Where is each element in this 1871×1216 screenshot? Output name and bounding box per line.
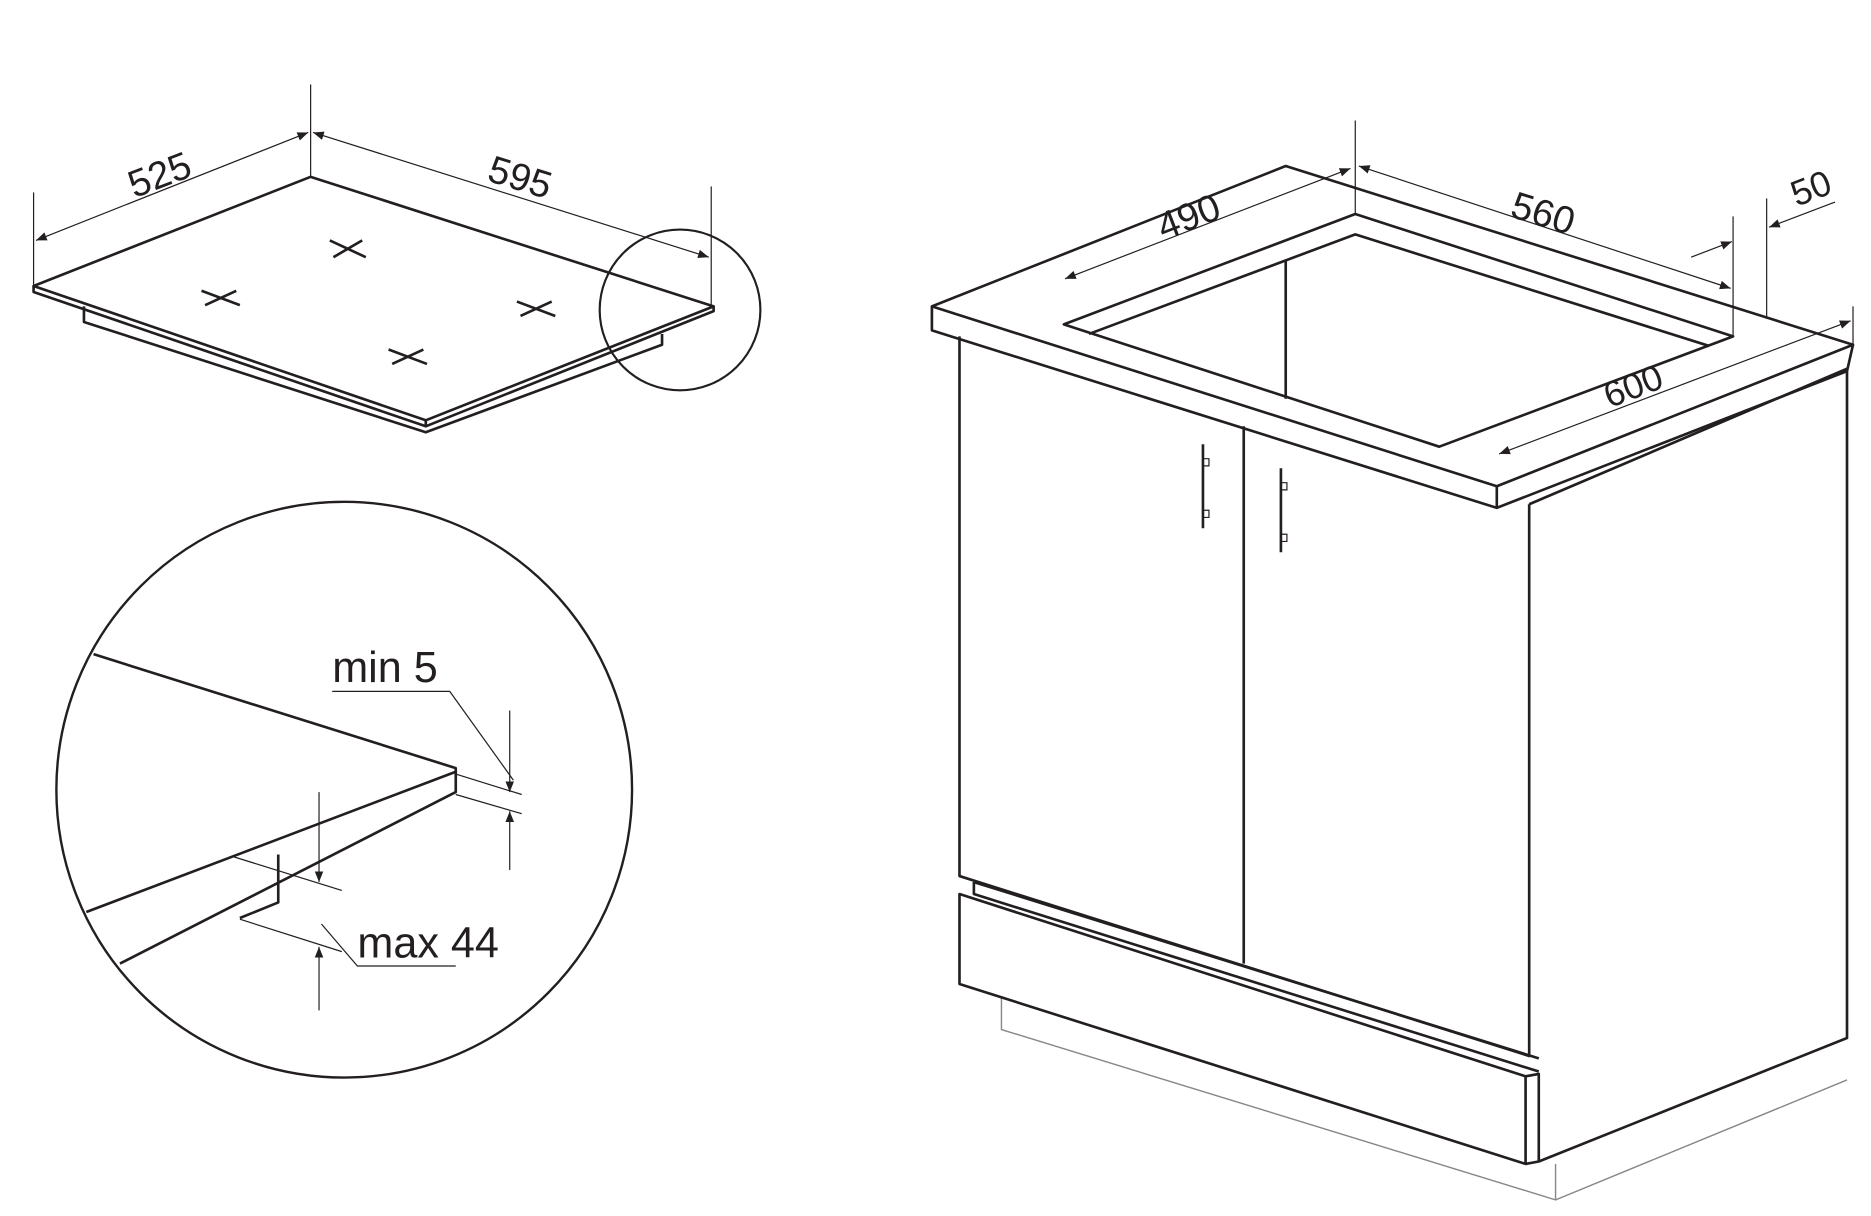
hob-depth-label: 525 [122, 144, 197, 207]
door-handle-right [1279, 468, 1288, 553]
max-thickness-label: max 44 [357, 920, 499, 968]
edge-detail: min 5 max 44 [55, 500, 634, 1079]
hob-width-dimension-line [312, 131, 710, 259]
hob-drawing: 525 595 [32, 84, 762, 434]
cabinet-drawing: 490 560 50 600 [930, 120, 1855, 1201]
detail-callout-circle [598, 228, 762, 392]
hob-width-label: 595 [483, 148, 557, 208]
cutout-width-label: 560 [1506, 184, 1580, 244]
back-clearance-label: 50 [1785, 162, 1837, 215]
hob-depth-dimension-line [35, 131, 309, 241]
min-clearance-label: min 5 [332, 644, 438, 692]
door-handle-left [1201, 444, 1210, 529]
